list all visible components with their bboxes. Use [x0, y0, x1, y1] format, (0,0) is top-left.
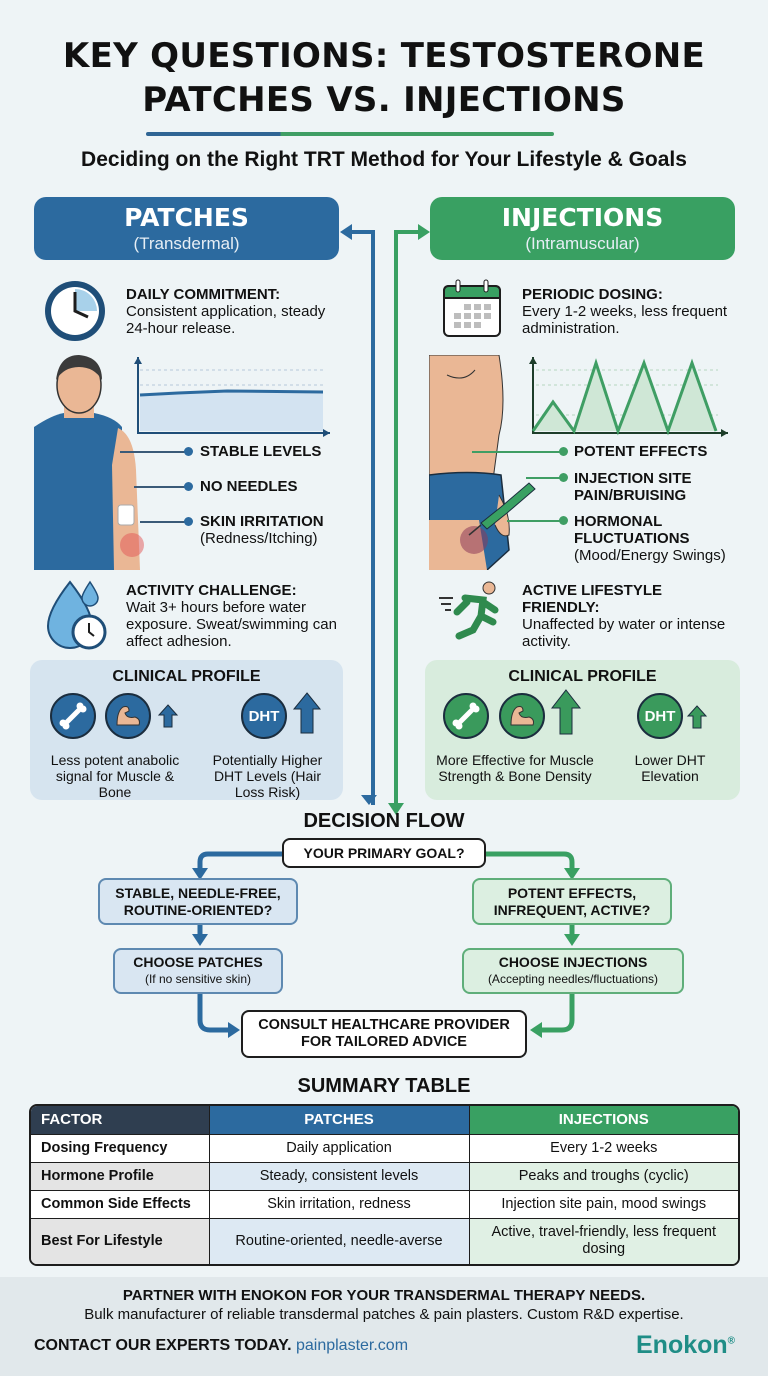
table-row: Dosing Frequency Daily application Every…: [31, 1133, 738, 1162]
bone-icon: [443, 693, 489, 739]
summary-table: FACTOR PATCHES INJECTIONS Dosing Frequen…: [29, 1104, 740, 1266]
footer-headline: PARTNER WITH ENOKON FOR YOUR TRANSDERMAL…: [122, 1287, 646, 1304]
stable-levels-chart: [134, 357, 330, 437]
large-up-arrow-icon: [292, 692, 322, 734]
injections-clinical-profile: CLINICAL PROFILE DHT More Effective for …: [425, 660, 740, 800]
callout-potent-effects: POTENT EFFECTS: [574, 443, 708, 460]
choose-injections-box: CHOOSE INJECTIONS(Accepting needles/fluc…: [462, 948, 684, 994]
clinical-title: CLINICAL PROFILE: [112, 668, 261, 685]
header-injections: INJECTIONS: [468, 1106, 738, 1134]
decision-flow-title: DECISION FLOW: [303, 810, 465, 832]
footer-url-link[interactable]: painplaster.com: [295, 1337, 409, 1354]
title-divider: [146, 132, 554, 136]
calendar-icon: [443, 279, 501, 337]
feature-text: Consistent application, steady 24-hour r…: [126, 303, 326, 337]
callout-dot: [559, 447, 568, 456]
callout-stable-levels: STABLE LEVELS: [200, 443, 322, 460]
activity-challenge-feature: ACTIVITY CHALLENGE: Wait 3+ hours before…: [126, 582, 346, 650]
flow-right-question: POTENT EFFECTS, INFREQUENT, ACTIVE?: [472, 878, 672, 925]
patches-header: PATCHES (Transdermal): [34, 197, 339, 260]
small-up-arrow-icon: [157, 704, 179, 728]
runner-icon: [439, 581, 499, 640]
injections-subtitle: (Intramuscular): [525, 234, 640, 253]
callout-dot: [559, 473, 568, 482]
feature-title: PERIODIC DOSING:: [522, 286, 663, 303]
feature-title: ACTIVE LIFESTYLE FRIENDLY:: [522, 582, 663, 616]
table-row: Best For Lifestyle Routine-oriented, nee…: [31, 1217, 738, 1264]
summary-table-title: SUMMARY TABLE: [297, 1075, 471, 1097]
clinical-left-caption: More Effective for Muscle Strength & Bon…: [436, 752, 594, 784]
footer-cta: CONTACT OUR EXPERTS TODAY. painplaster.c…: [34, 1337, 409, 1354]
page-title: KEY QUESTIONS: TESTOSTERONE PATCHES VS. …: [0, 34, 768, 122]
flow-left-question: STABLE, NEEDLE-FREE, ROUTINE-ORIENTED?: [98, 878, 298, 925]
clock-icon: [45, 281, 105, 341]
injections-header: INJECTIONS (Intramuscular): [430, 197, 735, 260]
page-subtitle: Deciding on the Right TRT Method for You…: [81, 148, 687, 171]
enokon-logo: Enokon®: [636, 1331, 736, 1359]
flow-connectors: [192, 851, 580, 1038]
patches-clinical-profile: CLINICAL PROFILE DHT Less potent anaboli…: [30, 660, 343, 800]
feature-text: Every 1-2 weeks, less frequent administr…: [522, 303, 728, 337]
clinical-right-caption: Lower DHT Elevation: [634, 752, 706, 784]
periodic-dosing-feature: PERIODIC DOSING: Every 1-2 weeks, less f…: [522, 286, 742, 337]
feature-text: Wait 3+ hours before water exposure. Swe…: [126, 599, 337, 650]
muscle-arm-icon: [105, 693, 151, 739]
daily-commitment-feature: DAILY COMMITMENT: Consistent application…: [126, 286, 346, 337]
fluctuating-levels-chart: [529, 357, 728, 437]
callout-no-needles: NO NEEDLES: [200, 478, 298, 495]
clinical-right-caption: Potentially Higher DHT Levels (Hair Loss…: [212, 752, 323, 800]
table-row: Hormone Profile Steady, consistent level…: [31, 1161, 738, 1190]
patches-subtitle: (Transdermal): [133, 234, 240, 253]
patches-title: PATCHES: [124, 203, 249, 232]
flow-start-box: YOUR PRIMARY GOAL?: [282, 838, 486, 868]
title-line-1: KEY QUESTIONS: TESTOSTERONE: [62, 36, 706, 76]
clinical-title: CLINICAL PROFILE: [508, 668, 657, 685]
callout-dot: [184, 482, 193, 491]
feature-title: DAILY COMMITMENT:: [126, 286, 281, 303]
header-patches: PATCHES: [208, 1106, 469, 1134]
header-factor: FACTOR: [31, 1106, 209, 1134]
bone-icon: [50, 693, 96, 739]
large-up-arrow-icon: [550, 689, 582, 735]
footer-text: Bulk manufacturer of reliable transderma…: [84, 1306, 684, 1323]
callout-injection-site: INJECTION SITE PAIN/BRUISING: [574, 470, 692, 504]
dht-badge: DHT: [637, 693, 683, 739]
callout-skin-irritation: SKIN IRRITATION(Redness/Itching): [200, 513, 324, 547]
active-lifestyle-feature: ACTIVE LIFESTYLE FRIENDLY: Unaffected by…: [522, 582, 742, 650]
callout-dot: [184, 447, 193, 456]
table-row: Common Side Effects Skin irritation, red…: [31, 1189, 738, 1218]
muscle-arm-icon: [499, 693, 545, 739]
choose-patches-box: CHOOSE PATCHES(If no sensitive skin): [113, 948, 283, 994]
injections-title: INJECTIONS: [501, 203, 664, 232]
footer-banner: [0, 1277, 768, 1376]
callout-dot: [184, 517, 193, 526]
leg-injection-illustration: [429, 355, 536, 570]
dht-badge: DHT: [241, 693, 287, 739]
water-drop-clock-icon: [46, 580, 107, 650]
title-line-2: PATCHES VS. INJECTIONS: [142, 80, 626, 120]
small-up-arrow-icon: [686, 705, 708, 729]
callout-hormonal-fluctuations: HORMONAL FLUCTUATIONS(Mood/Energy Swings…: [574, 513, 726, 564]
feature-text: Unaffected by water or intense activity.: [522, 616, 726, 650]
clinical-left-caption: Less potent anabolic signal for Muscle &…: [50, 752, 180, 800]
feature-title: ACTIVITY CHALLENGE:: [126, 582, 297, 599]
callout-dot: [559, 516, 568, 525]
center-arrows-icon: [340, 224, 430, 815]
man-patch-illustration: [34, 355, 144, 570]
